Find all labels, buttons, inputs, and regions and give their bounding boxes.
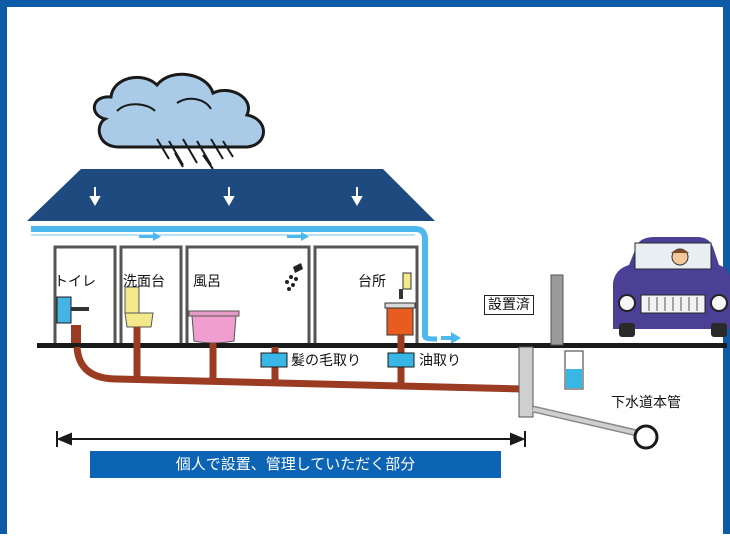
label-toilet: トイレ	[54, 274, 96, 290]
drainage-diagram	[27, 72, 730, 450]
private-responsibility-banner: 個人で設置、管理していただく部分	[90, 451, 501, 478]
flow-arrow-icon	[139, 232, 461, 344]
rain-cloud-icon	[93, 72, 265, 170]
label-washbasin: 洗面台	[123, 274, 165, 290]
range-arrow	[56, 431, 526, 447]
ground-line	[37, 343, 727, 348]
label-main-sewer: 下水道本管	[611, 395, 681, 411]
label-kitchen: 台所	[358, 274, 386, 290]
car-icon	[613, 237, 730, 337]
hair-trap	[260, 352, 288, 368]
house-rooms	[53, 245, 419, 345]
rain-arrow-icon	[89, 187, 363, 207]
bathtub-icon	[188, 310, 240, 344]
label-bath: 風呂	[193, 274, 221, 290]
washbasin-icon	[124, 286, 154, 328]
label-oil-trap: 油取り	[419, 353, 461, 369]
toilet-icon	[56, 296, 89, 345]
kitchen-sink-icon	[384, 272, 416, 336]
label-installed: 設置済	[484, 295, 534, 315]
shower-icon	[285, 263, 303, 291]
oil-trap	[387, 352, 415, 368]
inspection-basin	[518, 346, 638, 437]
main-sewer-pipe	[633, 424, 659, 450]
sewer-shaft	[550, 274, 584, 390]
roof	[27, 169, 435, 221]
gutter-pipe	[31, 226, 428, 337]
label-hair-trap: 髪の毛取り	[291, 353, 361, 369]
